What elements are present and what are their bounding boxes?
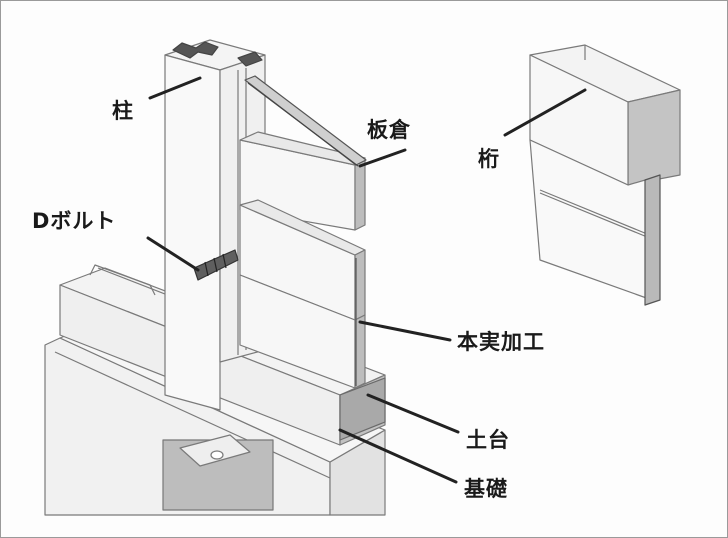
leader-hon — [358, 320, 452, 342]
label-tongue-and-groove: 本実加工 — [457, 330, 545, 354]
wall-planks — [239, 131, 366, 389]
leader-keta — [503, 88, 587, 137]
beam — [529, 44, 681, 306]
d-bolt — [193, 249, 239, 281]
label-beam: 桁 — [478, 147, 500, 171]
label-wall-planks: 板倉 — [367, 118, 411, 142]
label-d-bolt: Dボルト — [32, 209, 117, 233]
leader-itakura — [358, 148, 407, 168]
label-foundation: 基礎 — [464, 477, 508, 501]
upper-tongue-strip — [244, 75, 367, 167]
leader-d-bolt — [146, 236, 200, 272]
leader-kiso — [338, 428, 458, 484]
leader-dodai — [366, 393, 460, 434]
label-sill: 土台 — [466, 428, 510, 452]
label-post: 柱 — [112, 99, 134, 123]
leader-hashira — [148, 76, 202, 100]
